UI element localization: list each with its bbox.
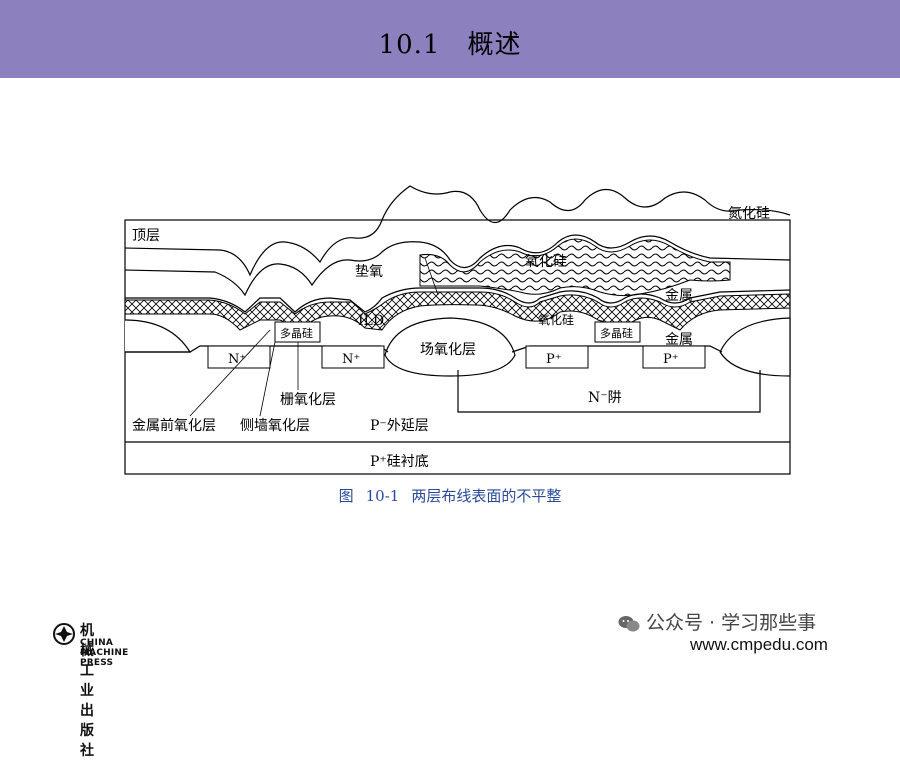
top-layer-surface <box>124 185 791 277</box>
label-p-plus-right: P⁺ <box>663 352 679 367</box>
cross-section-diagram: 顶层 氮化硅 垫氧 氧化硅 金属 ILD 氧化硅 金属 多晶硅 多晶硅 场氧化层… <box>124 185 791 475</box>
n-plus-right-region <box>321 345 385 369</box>
poly-gate-right <box>594 321 641 343</box>
pointer-sidewall <box>259 341 276 417</box>
label-pad-oxide: 垫氧 <box>355 264 383 280</box>
ild-line <box>125 287 791 313</box>
caption-number: 10-1 <box>365 487 400 505</box>
oxide-wavy-region <box>419 238 731 297</box>
field-oxide-right <box>719 317 791 377</box>
p-plus-left-region <box>525 345 589 369</box>
pointer-pre-metal <box>189 329 271 417</box>
publisher-name-en: CHINA MACHINE PRESS <box>80 638 129 668</box>
pointer-pad-oxide <box>424 257 439 296</box>
p-plus-right-region <box>642 345 706 369</box>
label-ild: ILD <box>358 313 384 329</box>
website-url[interactable]: www.cmpedu.com <box>690 635 828 654</box>
poly-gate-left <box>274 321 321 343</box>
n-well-boundary <box>457 370 761 413</box>
label-p-substrate: P⁺硅衬底 <box>370 454 429 470</box>
label-poly-left: 多晶硅 <box>280 326 313 340</box>
label-metal-upper: 金属 <box>665 288 693 304</box>
label-gate-oxide: 栅氧化层 <box>280 392 336 408</box>
page-title: 10.1 概述 <box>378 30 522 60</box>
label-n-plus-right: N⁺ <box>342 352 360 367</box>
caption-prefix: 图 <box>338 487 354 505</box>
silicon-surface-right <box>511 345 723 353</box>
label-p-plus-left: P⁺ <box>546 352 562 367</box>
label-p-epi: P⁻外延层 <box>370 418 429 434</box>
field-oxide-center <box>384 317 516 377</box>
label-poly-right: 多晶硅 <box>600 326 633 340</box>
n-plus-left-region <box>207 345 271 369</box>
label-n-plus-left: N⁺ <box>228 352 246 367</box>
field-oxide-left <box>124 319 192 353</box>
label-silicon-oxide-upper: 氧化硅 <box>525 254 567 270</box>
metal1-hatched-layer <box>124 291 791 331</box>
label-top-layer: 顶层 <box>132 228 160 244</box>
wechat-text: 公众号 · 学习那些事 <box>646 612 817 634</box>
header-bar: 10.1 概述 <box>0 0 900 78</box>
label-silicon-nitride: 氮化硅 <box>728 206 770 222</box>
label-n-well: N⁻阱 <box>588 390 622 406</box>
label-pre-metal-oxide: 金属前氧化层 <box>132 417 216 434</box>
wechat-account: 公众号 · 学习那些事 <box>618 608 816 635</box>
publisher-emblem-icon <box>53 623 75 645</box>
nitride-line <box>124 234 791 297</box>
label-field-oxide: 场氧化层 <box>420 342 476 358</box>
figure-caption: 图 10-1 两层布线表面的不平整 <box>0 485 900 506</box>
wechat-icon <box>618 615 640 631</box>
label-metal-lower: 金属 <box>665 332 693 348</box>
label-sidewall-oxide: 侧墙氧化层 <box>240 418 310 434</box>
caption-text: 两层布线表面的不平整 <box>411 487 562 505</box>
label-silicon-oxide-lower: 氧化硅 <box>538 313 574 327</box>
